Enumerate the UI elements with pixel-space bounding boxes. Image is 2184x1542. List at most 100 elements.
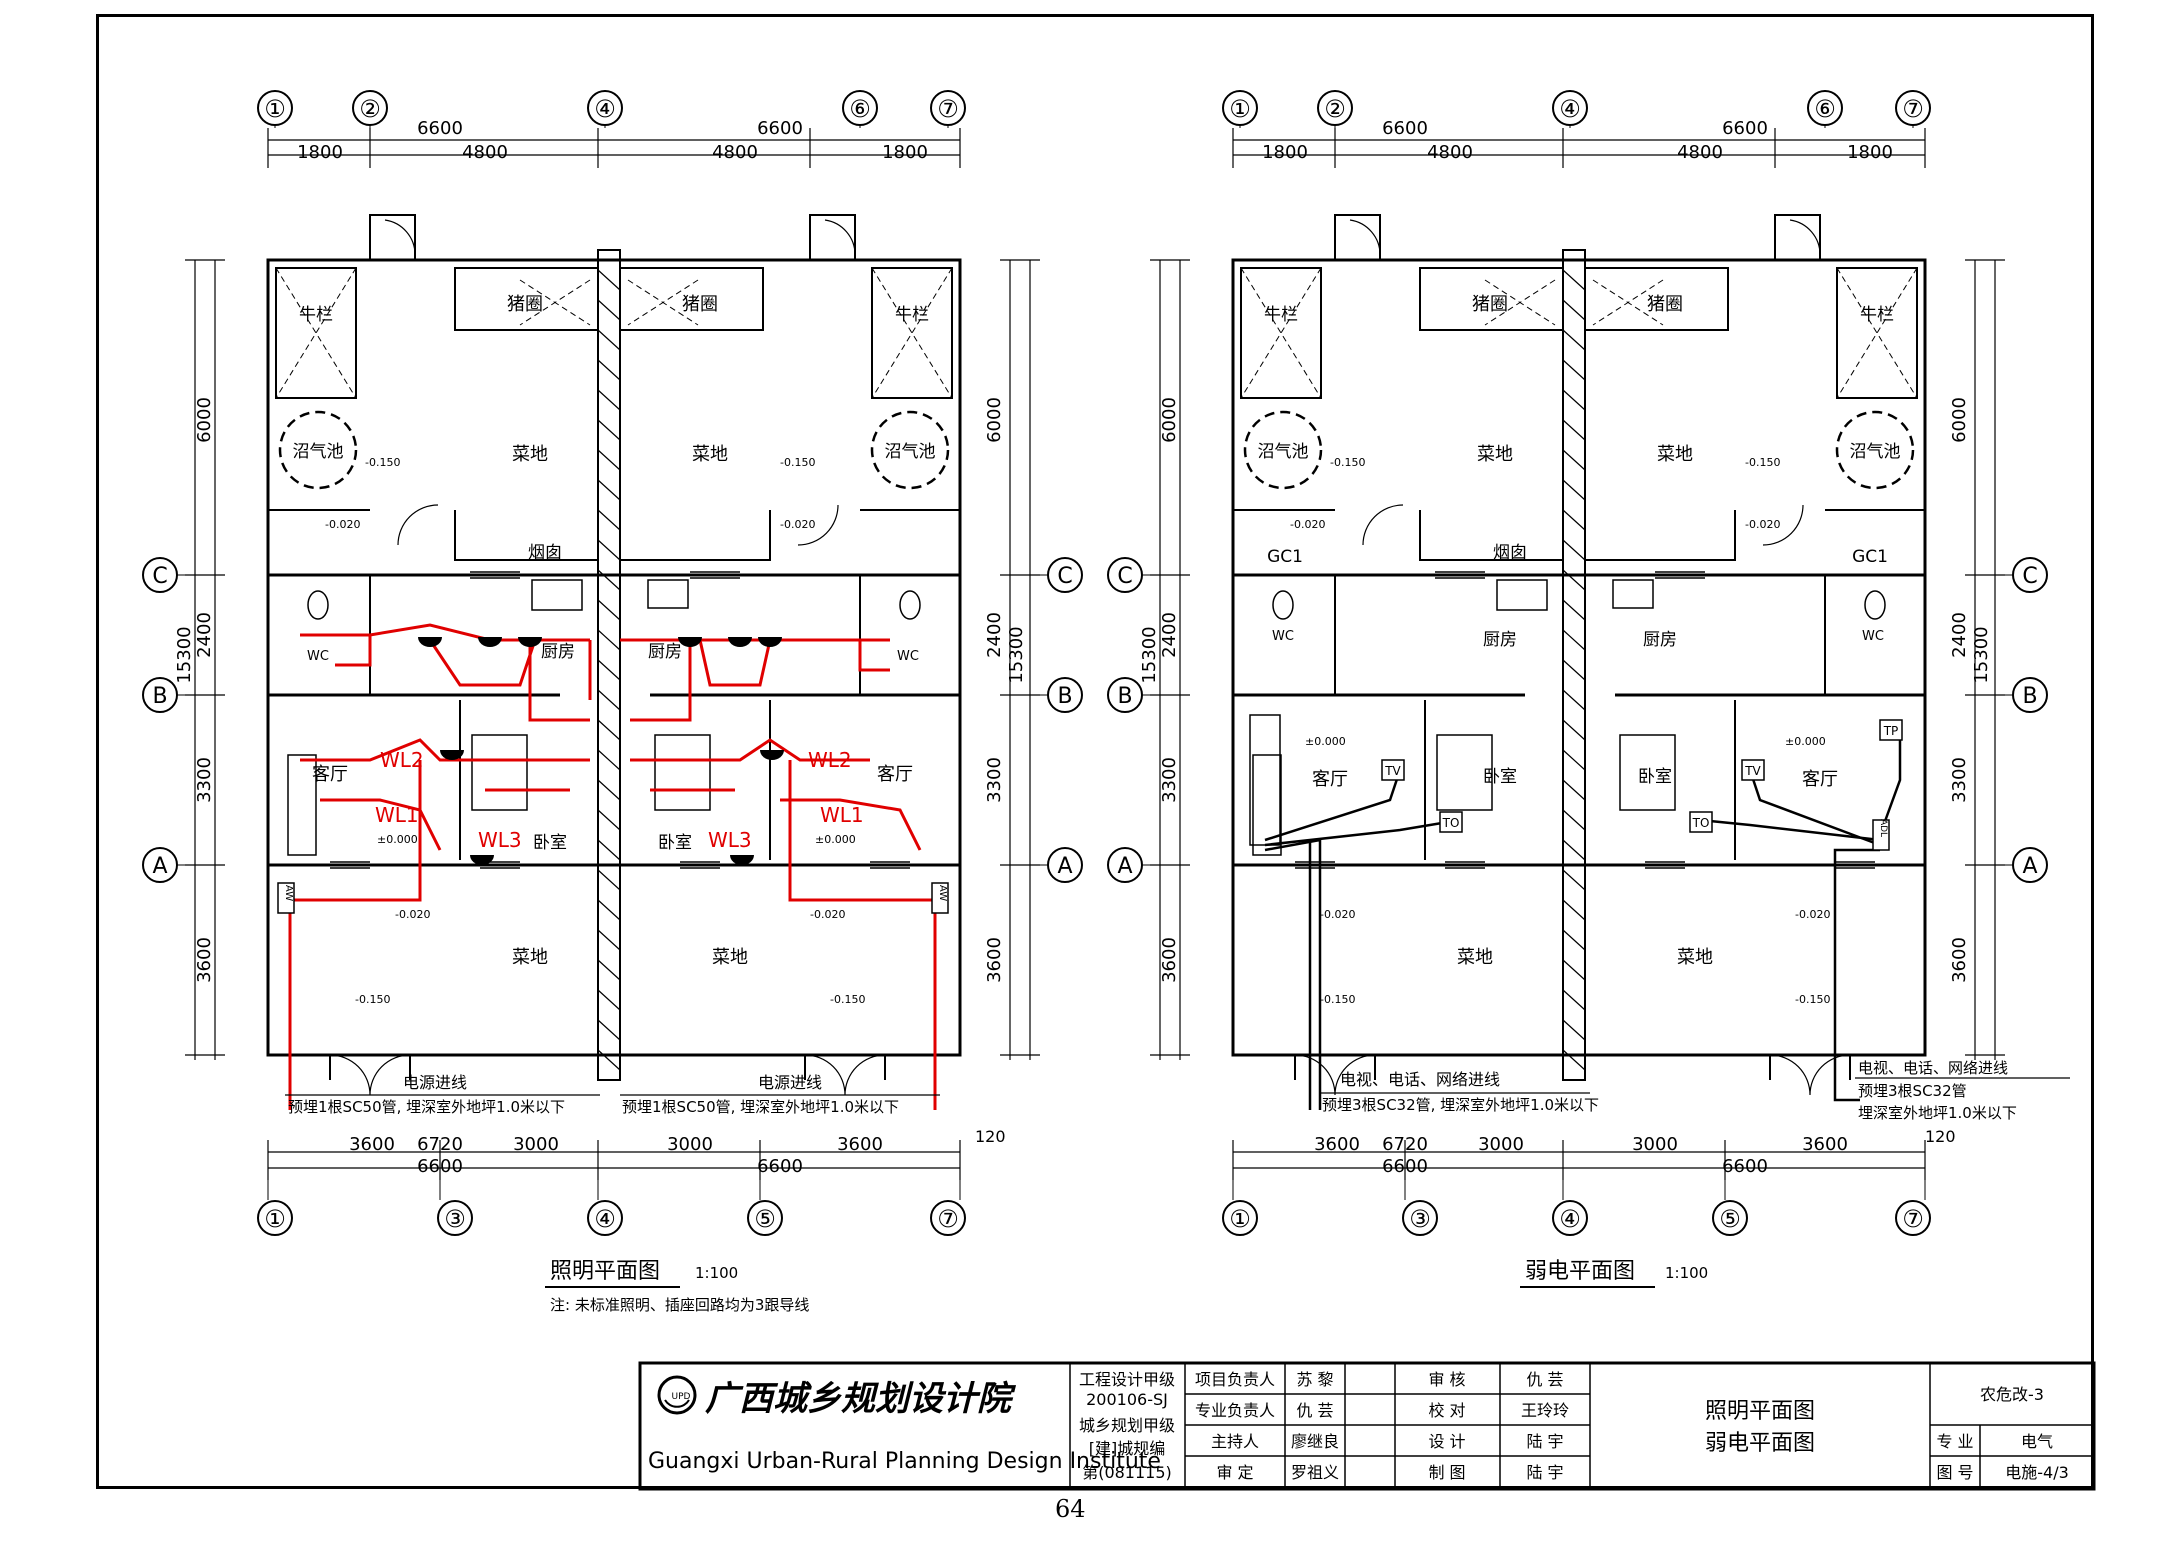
check-label: 设 计 xyxy=(1428,1432,1465,1451)
room-label: 厨房 xyxy=(1643,630,1677,650)
level-label: ±0.000 xyxy=(815,833,856,846)
gc-label: GC1 xyxy=(1852,547,1888,567)
sheet-no: 电施-4/3 xyxy=(2005,1463,2069,1482)
entry-label: 电源进线 xyxy=(758,1073,822,1092)
dim-label: 15300 xyxy=(174,626,195,683)
dim-label: 3300 xyxy=(194,757,215,803)
axis-label: ① xyxy=(264,95,286,123)
cert-line: 城乡规划甲级 xyxy=(1079,1416,1175,1435)
dim-label: 3600 xyxy=(837,1134,883,1155)
axis-label: C xyxy=(1057,564,1072,589)
check-label: 校 对 xyxy=(1428,1401,1465,1420)
dim-label: 6600 xyxy=(417,118,463,139)
circuit-label: WL2 xyxy=(808,748,852,772)
room-label: 沼气池 xyxy=(885,442,936,462)
room-label: 牛栏 xyxy=(1264,305,1298,325)
room-label: WC xyxy=(897,649,919,664)
room-label: 猪圈 xyxy=(682,294,718,315)
title-block: UPD 广西城乡规划设计院 Guangxi Urban-Rural Planni… xyxy=(638,1361,2096,1491)
weak-current-plan: ① ② ④ ⑥ ⑦ 6600 6600 1800 4800 4800 1800 … xyxy=(1107,88,2070,1288)
dim-label: 15300 xyxy=(1139,626,1160,683)
cert-line: 第(081115) xyxy=(1082,1463,1172,1482)
dim-label: 3000 xyxy=(667,1134,713,1155)
to-label: TO xyxy=(1442,816,1460,830)
dim-label: 3600 xyxy=(194,937,215,983)
discipline-value: 电气 xyxy=(2021,1432,2053,1451)
page-number: 64 xyxy=(1055,1495,1086,1523)
level-label: -0.150 xyxy=(1320,993,1355,1006)
room-label: 菜地 xyxy=(692,444,728,465)
axis-label: ⑥ xyxy=(849,95,871,123)
dim-label: 3000 xyxy=(513,1134,559,1155)
dim-label: 1800 xyxy=(1847,142,1893,163)
dim-label: 1800 xyxy=(1262,142,1308,163)
axis-label: A xyxy=(1117,854,1132,879)
entry-spec: 预埋3根SC32管 xyxy=(1858,1082,1967,1100)
institute-name-en: Guangxi Urban-Rural Planning Design Inst… xyxy=(648,1449,1161,1474)
panel-label: AW xyxy=(283,885,294,901)
dim-label: 2400 xyxy=(1949,612,1970,658)
axis-label: ⑦ xyxy=(937,1205,959,1233)
panel-aw xyxy=(931,882,949,914)
lighting-plan-walls xyxy=(173,88,1052,1202)
lighting-wiring xyxy=(288,623,937,1110)
plan-scale: 1:100 xyxy=(1665,1264,1708,1282)
lighting-top-axes: ① ② ④ ⑥ ⑦ xyxy=(257,90,966,126)
axis-label: A xyxy=(152,854,167,879)
room-label: 猪圈 xyxy=(1647,294,1683,315)
level-label: -0.150 xyxy=(365,456,400,469)
axis-label: ② xyxy=(359,95,381,123)
entry-label: 电视、电话、网络进线 xyxy=(1340,1070,1500,1089)
room-label: 菜地 xyxy=(712,947,748,968)
dim-label: 6600 xyxy=(1382,1156,1428,1177)
dim-label: 6600 xyxy=(1382,118,1428,139)
room-label: 客厅 xyxy=(312,764,348,785)
drawing-name: 弱电平面图 xyxy=(1705,1431,1815,1456)
level-label: -0.150 xyxy=(780,456,815,469)
dim-label: 3600 xyxy=(1314,1134,1360,1155)
weak-current-wiring xyxy=(1264,735,1902,1110)
axis-label: B xyxy=(2022,684,2037,709)
axis-label: B xyxy=(152,684,167,709)
dim-label: 15300 xyxy=(1006,626,1027,683)
room-label: 牛栏 xyxy=(299,305,333,325)
dim-label: 6000 xyxy=(1949,397,1970,443)
dim-label: 2400 xyxy=(1159,612,1180,658)
room-label: 厨房 xyxy=(541,642,575,662)
axis-label: ① xyxy=(1229,1205,1251,1233)
dim-label: 6000 xyxy=(1159,397,1180,443)
institute-name-cn: 广西城乡规划设计院 xyxy=(705,1379,1017,1419)
cert-line: [建]城规编 xyxy=(1089,1439,1166,1458)
level-label: -0.020 xyxy=(1745,518,1780,531)
role-name: 苏 黎 xyxy=(1296,1370,1333,1389)
dim-label: 3300 xyxy=(1159,757,1180,803)
axis-label: ⑦ xyxy=(937,95,959,123)
axis-label: ⑤ xyxy=(754,1205,776,1233)
circuit-label: WL1 xyxy=(820,803,864,827)
dim-label: 3600 xyxy=(1159,937,1180,983)
axis-label: ① xyxy=(264,1205,286,1233)
axis-label: ⑦ xyxy=(1902,95,1924,123)
check-name: 王玲玲 xyxy=(1521,1401,1569,1420)
role-label: 项目负责人 xyxy=(1195,1370,1275,1389)
axis-label: ⑦ xyxy=(1902,1205,1924,1233)
circuit-label: WL3 xyxy=(478,828,522,852)
room-label: WC xyxy=(1862,629,1884,644)
dim-label: 1800 xyxy=(882,142,928,163)
axis-label: A xyxy=(2022,854,2037,879)
axis-label: B xyxy=(1117,684,1132,709)
dim-label: 6720 xyxy=(417,1134,463,1155)
plan-note: 注: 未标准照明、插座回路均为3跟导线 xyxy=(550,1296,809,1314)
dim-label: 4800 xyxy=(1427,142,1473,163)
sheet-label: 图 号 xyxy=(1936,1463,1973,1482)
room-label: 菜地 xyxy=(512,444,548,465)
axis-label: C xyxy=(1117,564,1132,589)
plan-title: 照明平面图 xyxy=(550,1259,660,1284)
plan-scale: 1:100 xyxy=(695,1264,738,1282)
room-label: 卧室 xyxy=(658,833,692,853)
adl-box xyxy=(1872,819,1890,851)
room-label: 沼气池 xyxy=(293,442,344,462)
dim-label: 3000 xyxy=(1632,1134,1678,1155)
level-label: -0.020 xyxy=(1290,518,1325,531)
room-label: 烟囱 xyxy=(1493,543,1527,563)
